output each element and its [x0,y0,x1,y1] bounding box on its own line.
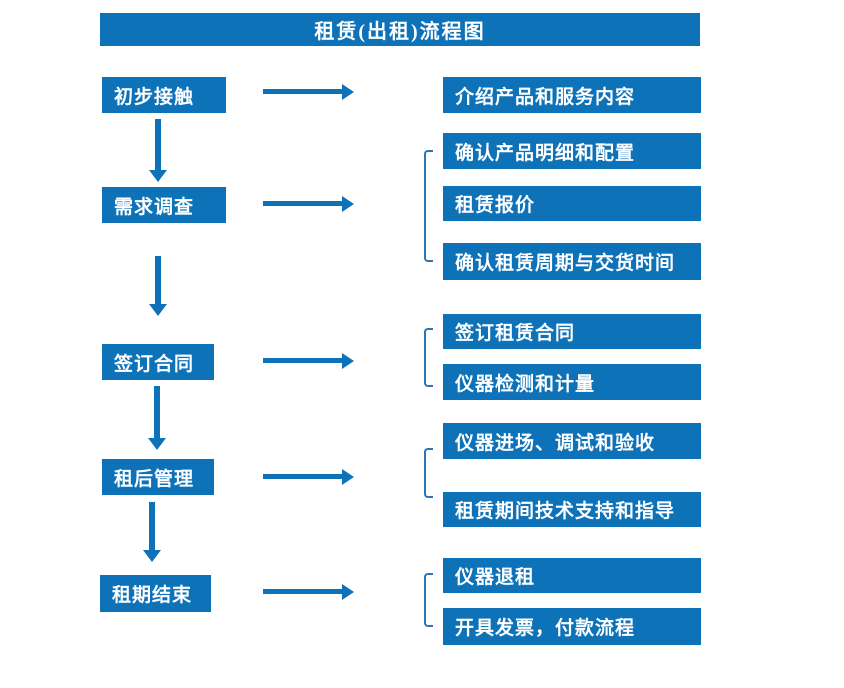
group-bracket [424,150,433,262]
arrow-shaft [155,119,161,172]
stage-box-lease-end: 租期结束 [100,575,211,612]
step-box-rental-quote: 租赁报价 [443,186,701,221]
stage-box-post-rental-management: 租后管理 [102,459,214,495]
group-bracket [424,328,433,387]
arrow-shaft [263,358,344,363]
arrow-head [342,196,354,212]
arrow-shaft [149,502,155,552]
arrow-down-icon [149,256,167,316]
arrow-shaft [263,89,344,94]
arrow-right-icon [263,469,354,485]
step-box-tech-support: 租赁期间技术支持和指导 [443,492,701,527]
arrow-down-icon [149,119,167,182]
step-box-invoice-payment: 开具发票，付款流程 [443,608,701,645]
arrow-head [148,438,166,450]
arrow-down-icon [148,386,166,450]
step-box-confirm-product-details: 确认产品明细和配置 [443,133,701,169]
arrow-head [342,469,354,485]
arrow-shaft [263,474,344,479]
step-box-instrument-setup: 仪器进场、调试和验收 [443,423,701,459]
arrow-head [342,84,354,100]
group-bracket [424,448,433,498]
stage-box-sign-contract: 签订合同 [102,344,214,380]
arrow-head [342,584,354,600]
flowchart-title: 租赁(出租)流程图 [100,13,700,46]
arrow-head [149,304,167,316]
arrow-head [143,550,161,562]
step-box-introduce-products: 介绍产品和服务内容 [443,77,701,113]
arrow-shaft [263,201,344,206]
arrow-head [342,353,354,369]
arrow-down-icon [143,502,161,562]
step-box-instrument-return: 仪器退租 [443,558,701,593]
arrow-shaft [154,386,160,440]
stage-box-demand-survey: 需求调查 [102,187,226,223]
step-box-instrument-testing: 仪器检测和计量 [443,364,701,400]
step-box-confirm-period-delivery: 确认租赁周期与交货时间 [443,243,701,280]
arrow-right-icon [263,353,354,369]
arrow-head [149,170,167,182]
stage-box-initial-contact: 初步接触 [102,77,226,113]
group-bracket [424,573,433,627]
arrow-shaft [155,256,161,306]
step-box-sign-rental-contract: 签订租赁合同 [443,314,701,349]
arrow-right-icon [263,196,354,212]
arrow-shaft [263,589,344,594]
arrow-right-icon [263,84,354,100]
arrow-right-icon [263,584,354,600]
